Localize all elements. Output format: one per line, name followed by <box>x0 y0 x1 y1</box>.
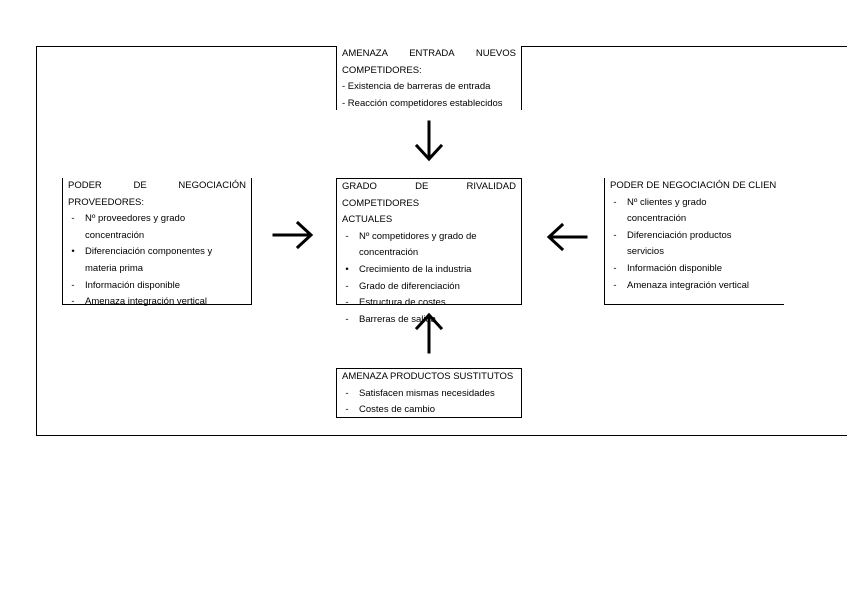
rivalry-title-line2: ACTUALES <box>342 214 393 226</box>
box-supplier-power: PODER DE NEGOCIACIÓN PROVEEDORES: -Nº pr… <box>62 178 252 307</box>
list-item: -Estructura de costes <box>345 297 446 309</box>
substitutes-title: AMENAZA PRODUCTOS SUSTITUTOS <box>342 371 514 382</box>
supplier-power-title-line2: PROVEEDORES: <box>68 196 145 208</box>
list-item: -Información disponible <box>613 262 723 274</box>
list-item: -Información disponible <box>71 279 181 291</box>
list-item: -Satisfacen mismas necesidades <box>345 387 495 399</box>
arrow-left-icon <box>546 222 588 252</box>
substitutes-list: -Satisfacen mismas necesidades -Costes d… <box>342 386 516 419</box>
list-item: -Costes de cambio <box>345 404 436 416</box>
new-entrants-item: - Existencia de barreras de entrada <box>342 81 491 93</box>
list-item: -Grado de diferenciación <box>345 280 460 292</box>
box-buyer-power: PODER DE NEGOCIACIÓN DE CLIEN -Nº client… <box>604 178 784 305</box>
list-item: -Amenaza integración vertical <box>71 296 207 308</box>
buyer-power-title: PODER DE NEGOCIACIÓN DE CLIEN <box>610 180 777 191</box>
list-item: -Barreras de salida <box>345 313 437 325</box>
new-entrants-item: - Reacción competidores establecidos <box>342 97 503 109</box>
arrow-up-icon <box>414 312 444 354</box>
supplier-power-title-line1: PODER DE NEGOCIACIÓN <box>68 180 246 191</box>
list-item: -Amenaza integración vertical <box>613 279 749 291</box>
box-substitutes: AMENAZA PRODUCTOS SUSTITUTOS -Satisfacen… <box>336 368 522 418</box>
box-new-entrants: AMENAZA ENTRADA NUEVOS COMPETIDORES: - E… <box>336 46 522 110</box>
rivalry-title-line1: GRADO DE RIVALIDAD COMPETIDORES <box>342 181 516 209</box>
new-entrants-title-line2: COMPETIDORES: <box>342 64 422 76</box>
list-item: •Crecimiento de la industria <box>345 263 472 275</box>
new-entrants-title-line1: AMENAZA ENTRADA NUEVOS <box>342 48 516 59</box>
arrow-right-icon <box>272 220 314 250</box>
box-rivalry: GRADO DE RIVALIDAD COMPETIDORES ACTUALES… <box>336 178 522 325</box>
arrow-down-icon <box>414 120 444 162</box>
